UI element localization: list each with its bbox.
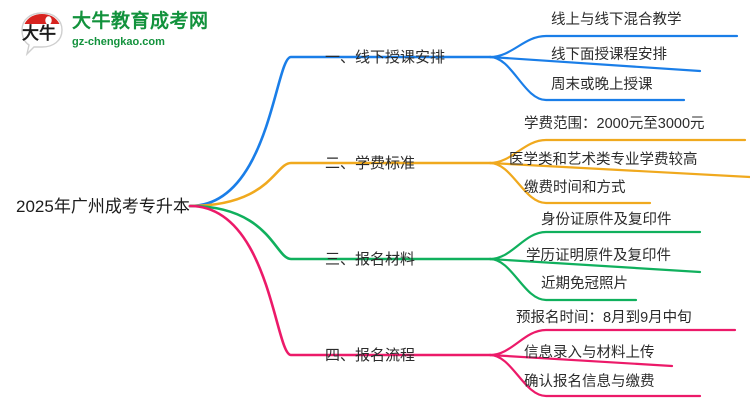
branch-label-4[interactable]: 四、报名流程 bbox=[325, 347, 416, 364]
branch-label-3[interactable]: 三、报名材料 bbox=[325, 251, 416, 268]
connector-path bbox=[488, 328, 737, 357]
connector-path bbox=[488, 230, 702, 261]
connector-path bbox=[488, 257, 702, 274]
connector-path bbox=[488, 34, 739, 59]
connector-path bbox=[188, 204, 492, 357]
connector-path bbox=[488, 138, 747, 165]
connector-path bbox=[188, 204, 492, 261]
connector-path bbox=[488, 353, 674, 368]
leaf-label-4-3[interactable]: 确认报名信息与缴费 bbox=[524, 374, 655, 390]
branch-label-1[interactable]: 一、线下授课安排 bbox=[325, 49, 446, 66]
leaf-label-2-1[interactable]: 学费范围：2000元至3000元 bbox=[524, 116, 705, 132]
connector-path bbox=[488, 55, 686, 102]
connector-path bbox=[488, 353, 702, 398]
brand-text-block: 大牛教育成考网 gz-chengkao.com bbox=[72, 11, 242, 49]
branch-label-2[interactable]: 二、学费标准 bbox=[325, 155, 416, 172]
leaf-label-2-2[interactable]: 医学类和艺术类专业学费较高 bbox=[509, 152, 698, 168]
connector-path bbox=[488, 257, 638, 302]
connector-path bbox=[488, 55, 702, 73]
connector-path bbox=[188, 161, 492, 208]
leaf-label-1-2[interactable]: 线下面授课程安排 bbox=[551, 47, 667, 63]
leaf-label-4-2[interactable]: 信息录入与材料上传 bbox=[524, 345, 655, 361]
brand-url: gz-chengkao.com bbox=[72, 36, 165, 48]
leaf-label-3-2[interactable]: 学历证明原件及复印件 bbox=[526, 248, 671, 264]
leaf-label-1-3[interactable]: 周末或晚上授课 bbox=[551, 77, 653, 93]
root-node-label[interactable]: 2025年广州成考专升本 bbox=[16, 197, 190, 216]
brand-mark-icon: 大牛 bbox=[21, 12, 63, 56]
svg-text:大牛: 大牛 bbox=[22, 23, 56, 44]
brand-name: 大牛教育成考网 bbox=[72, 11, 209, 32]
connector-path bbox=[488, 161, 652, 205]
connector-path bbox=[488, 161, 750, 179]
leaf-label-3-1[interactable]: 身份证原件及复印件 bbox=[541, 212, 672, 228]
leaf-label-4-1[interactable]: 预报名时间：8月到9月中旬 bbox=[516, 310, 692, 326]
leaf-label-1-1[interactable]: 线上与线下混合教学 bbox=[551, 12, 682, 28]
site-logo: 大牛 大牛教育成考网 gz-chengkao.com bbox=[18, 8, 238, 60]
leaf-label-2-3[interactable]: 缴费时间和方式 bbox=[524, 180, 626, 196]
connector-path bbox=[188, 55, 492, 208]
leaf-label-3-3[interactable]: 近期免冠照片 bbox=[541, 276, 628, 292]
